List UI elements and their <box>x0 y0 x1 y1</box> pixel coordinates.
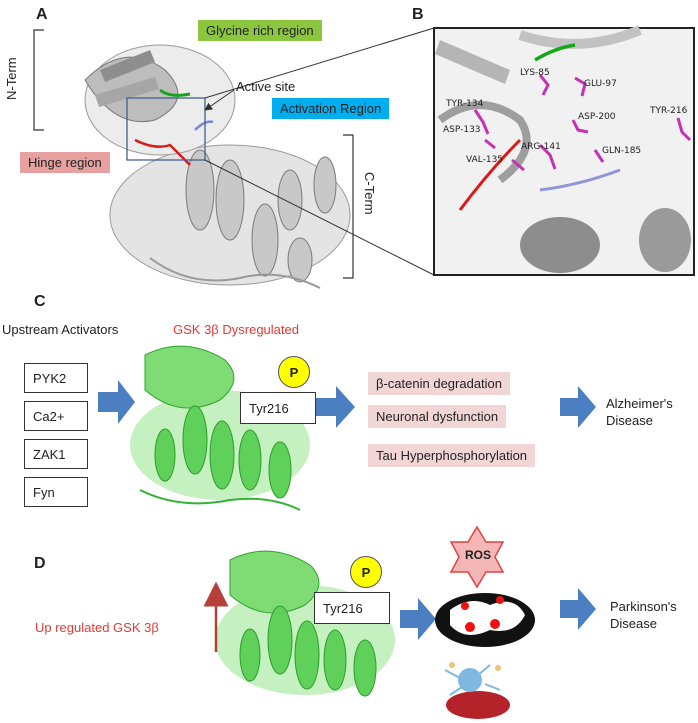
panel-d-letter: D <box>34 555 46 572</box>
activator-zak1: ZAK1 <box>24 439 88 469</box>
effect-neuronal-dysfunction: Neuronal dysfunction <box>368 405 507 428</box>
phospho-badge-d: P <box>350 556 382 588</box>
arrow-neuron-to-disease <box>560 588 596 630</box>
alzheimers-disease-label: Alzheimer's Disease <box>606 396 673 428</box>
panel-b-structure <box>435 25 692 273</box>
residue-label: TYR-134 <box>445 99 484 109</box>
c-term-bracket <box>343 134 354 279</box>
panel-b-letter: B <box>412 6 424 23</box>
hinge-region-label: Hinge region <box>20 152 110 173</box>
ros-label: ROS <box>464 548 491 562</box>
residue-label: ARG-141 <box>521 142 561 152</box>
damaged-neuron-icon <box>435 593 535 647</box>
activation-region-label: Activation Region <box>272 98 390 119</box>
arrow-gsk-to-neuron <box>400 598 436 640</box>
tyr216-label-d: Tyr216 <box>314 592 390 624</box>
zoom-line-bottom <box>204 159 435 276</box>
arrow-gsk-to-effects <box>316 386 355 428</box>
tyr216-label-c: Tyr216 <box>240 392 316 424</box>
panel-a-letter: A <box>36 6 48 23</box>
residue-label: GLN-185 <box>602 146 641 156</box>
c-term-label: C-Term <box>362 172 377 215</box>
activator-fyn: Fyn <box>24 477 88 507</box>
effect-beta-catenin: β-catenin degradation <box>368 372 511 395</box>
neuron-cell-icon <box>444 662 510 719</box>
residue-label: TYR-216 <box>649 106 688 116</box>
panel-c-letter: C <box>34 293 46 310</box>
ros-star-icon <box>449 525 505 589</box>
gsk-dysregulated-label: GSK 3β Dysregulated <box>173 322 299 337</box>
parkinsons-disease-label: Parkinson's Disease <box>610 599 677 631</box>
residue-label: ASP-133 <box>443 125 481 135</box>
activator-pyk2: PYK2 <box>24 363 88 393</box>
arrow-activators-to-gsk <box>98 380 135 424</box>
residue-label: ASP-200 <box>578 112 616 122</box>
upregulated-gsk-label: Up regulated GSK 3β <box>35 620 159 635</box>
n-term-bracket <box>33 29 44 131</box>
activator-ca2: Ca2+ <box>24 401 88 431</box>
zoom-line-top <box>204 27 435 99</box>
upstream-activators-title: Upstream Activators <box>2 322 119 337</box>
effect-tau-hyperphosphorylation: Tau Hyperphosphorylation <box>368 444 536 467</box>
residue-label: VAL-135 <box>466 155 503 165</box>
arrow-effects-to-disease <box>560 386 596 428</box>
active-site-label: Active site <box>236 79 296 94</box>
residue-label: LYS-85 <box>520 68 550 78</box>
n-term-label: N-Term <box>4 57 19 100</box>
panel-a-protein <box>84 44 351 289</box>
glycine-region-label: Glycine rich region <box>198 20 322 41</box>
active-site-arrow <box>204 89 235 111</box>
phospho-badge-c: P <box>278 356 310 388</box>
residue-label: GLU-97 <box>584 79 617 89</box>
